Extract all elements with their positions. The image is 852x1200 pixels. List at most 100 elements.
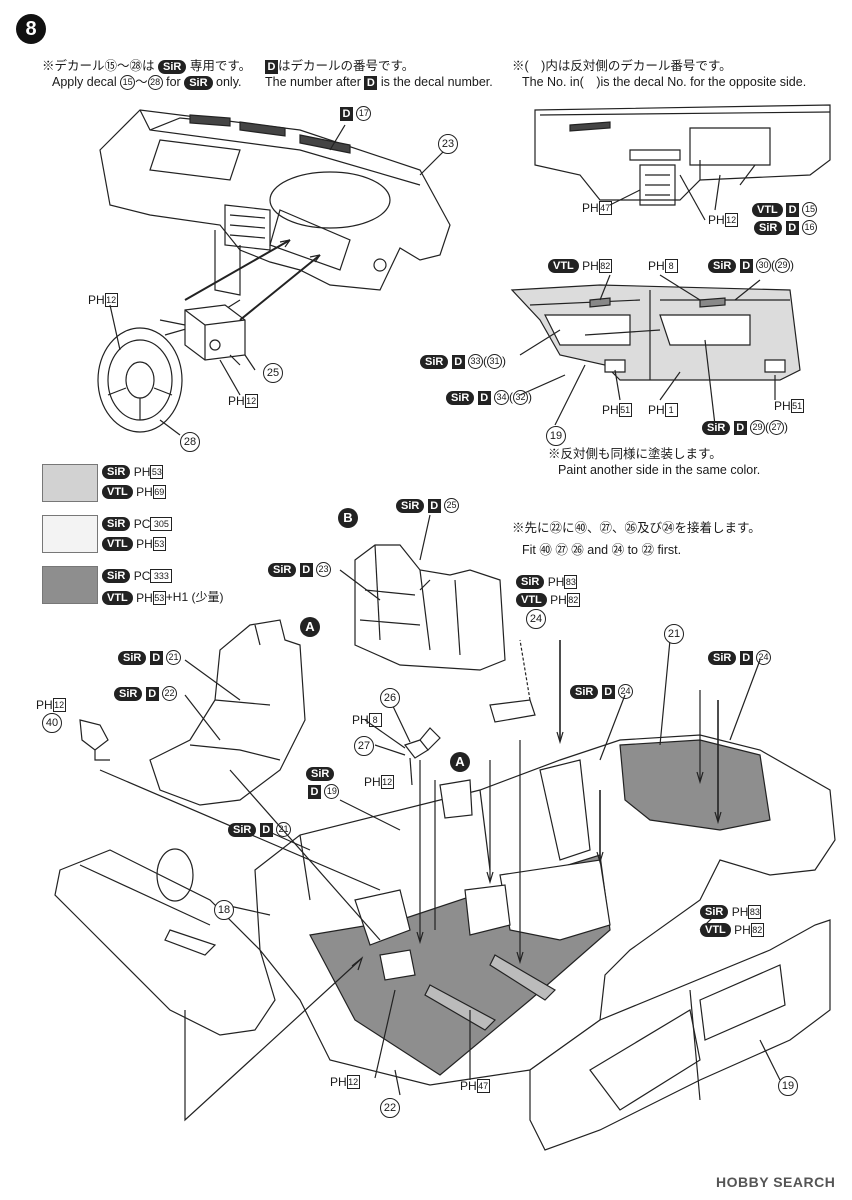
paint-number: 12 xyxy=(724,212,738,227)
floor-paint-12: PH12 xyxy=(330,1074,360,1089)
rear-seat-decal-left: SiR D 23 xyxy=(268,562,332,578)
paint-number: 305 xyxy=(150,516,173,531)
paint-number: 12 xyxy=(346,1074,360,1089)
decal-number-circle: 29 xyxy=(750,420,766,436)
paint-number: 51 xyxy=(618,402,632,417)
paint-prefix: PH xyxy=(136,536,153,551)
marker-a-2: A xyxy=(450,752,470,772)
paint-number: 333 xyxy=(150,568,173,583)
step-number: 8 xyxy=(16,14,46,44)
sir-badge: SiR xyxy=(102,516,131,531)
part-number-24: 24 xyxy=(526,609,546,629)
front-seat-illustration xyxy=(149,619,306,806)
decal-number-circle: 29 xyxy=(775,258,791,274)
fit-note-en: Fit ㊵ ㉗ ㉖ and ㉔ to ㉒ first. xyxy=(522,543,682,557)
decal-note-jp: ※デカール⑮～㉘は xyxy=(42,59,155,73)
paint-prefix: PH xyxy=(136,590,153,605)
front-seat-decal-22: SiR D 22 xyxy=(114,686,178,702)
vtl-badge: VTL xyxy=(102,536,133,551)
paint-prefix: PH xyxy=(648,402,665,417)
part-number-27: 27 xyxy=(354,736,374,756)
vtl-badge: VTL xyxy=(548,258,579,273)
decal-number-circle: 15 xyxy=(120,75,136,91)
d-badge: D xyxy=(149,650,163,665)
dash-vents-paint-callout: PH12 xyxy=(708,212,738,227)
paint-prefix: PH xyxy=(460,1078,477,1093)
decal-number-circle: 27 xyxy=(769,420,785,436)
paint-prefix: PH xyxy=(133,464,151,479)
paint-number: 47 xyxy=(476,1078,490,1093)
door-sir-decal-34: SiR D 34(32) xyxy=(446,390,532,406)
legend-vtl-3: VTL PH53+H1 (少量) xyxy=(102,588,223,605)
d-badge: D xyxy=(785,220,799,235)
paint-number: 82 xyxy=(566,592,580,607)
tub-vtl-paint: VTL PH82 xyxy=(516,592,580,607)
tub-sir-decal-24: SiR D 24 xyxy=(708,650,772,666)
paint-prefix: PC xyxy=(133,516,151,531)
d-badge: D xyxy=(299,562,313,577)
sir-badge: SiR xyxy=(396,498,425,513)
paint-number: 12 xyxy=(52,697,66,712)
paint-prefix: PH xyxy=(582,200,599,215)
d-badge: D xyxy=(477,390,491,405)
paint-prefix: PH xyxy=(731,904,749,919)
sir-badge: SiR xyxy=(158,59,187,74)
rear-seat-decal: SiR D 25 xyxy=(396,498,460,514)
decal-number-circle: 33 xyxy=(468,354,484,370)
decal-number-circle: 22 xyxy=(162,686,178,702)
paint-number: 8 xyxy=(664,258,678,273)
sir-badge: SiR xyxy=(228,822,257,837)
paint-prefix: PH xyxy=(364,774,381,789)
part-number-25: 25 xyxy=(263,363,283,383)
part-number-22: 22 xyxy=(380,1098,400,1118)
decal-number-circle: 30 xyxy=(756,258,772,274)
door-vtl-paint-callout: VTL PH82 xyxy=(548,258,612,273)
decal-number-circle: 34 xyxy=(494,390,510,406)
wheel-paint-callout: PH12 xyxy=(88,292,118,307)
legend-vtl-2: VTL PH53 xyxy=(102,536,166,551)
tub-sir-paint: SiR PH83 xyxy=(516,574,578,589)
d-note-jp: はデカールの番号です。 xyxy=(278,59,415,73)
decal-note-en-text: Apply decal xyxy=(52,75,117,89)
decal-number-circle: 19 xyxy=(324,784,340,800)
vtl-badge: VTL xyxy=(102,590,133,605)
decal-note-en: Apply decal 15～28 for SiR only. xyxy=(52,75,242,91)
dash-decal-callout: D 17 xyxy=(340,106,372,122)
console-sir-badge: SiR xyxy=(306,766,335,781)
vtl-badge: VTL xyxy=(752,202,783,217)
paint-prefix: PH xyxy=(136,484,153,499)
fit-note-jp: ※先に㉒に㊵、㉗、㉖及び㉔を接着します。 xyxy=(512,521,761,535)
d-badge: D xyxy=(786,202,800,217)
d-badge: D xyxy=(733,420,747,435)
part-number-18: 18 xyxy=(214,900,234,920)
d-badge: D xyxy=(739,650,753,665)
sir-badge: SiR xyxy=(118,650,147,665)
sir-badge: SiR xyxy=(708,258,737,273)
paint-number: 53 xyxy=(150,464,164,479)
opposite-note-en: The No. in( )is the decal No. for the op… xyxy=(522,75,807,89)
paint-prefix: PH xyxy=(547,574,565,589)
marker-b: B xyxy=(338,508,358,528)
legend-swatch-2 xyxy=(42,515,98,553)
sir-badge: SiR xyxy=(306,766,335,781)
paint-number: 1 xyxy=(664,402,678,417)
door-sir-decal-30: SiR D 30(29) xyxy=(708,258,794,274)
d-badge: D xyxy=(145,686,159,701)
vtl-badge: VTL xyxy=(700,922,731,937)
decal-note: ※デカール⑮～㉘は SiR 専用です。 xyxy=(42,58,251,75)
dash-detail-illustration xyxy=(534,104,831,206)
front-seat-decal-21: SiR D 21 xyxy=(118,650,182,666)
trim-sir-paint: SiR PH83 xyxy=(700,904,762,919)
door-note-en: Paint another side in the same color. xyxy=(558,463,761,477)
d-note-en-tail: is the decal number. xyxy=(380,75,493,89)
door-panels-illustration xyxy=(510,284,801,381)
paint-prefix: PH xyxy=(582,258,599,273)
column-paint-callout: PH12 xyxy=(228,393,258,408)
d-badge: D xyxy=(427,498,441,513)
paint-number: 69 xyxy=(152,484,166,499)
d-badge: D xyxy=(601,684,615,699)
